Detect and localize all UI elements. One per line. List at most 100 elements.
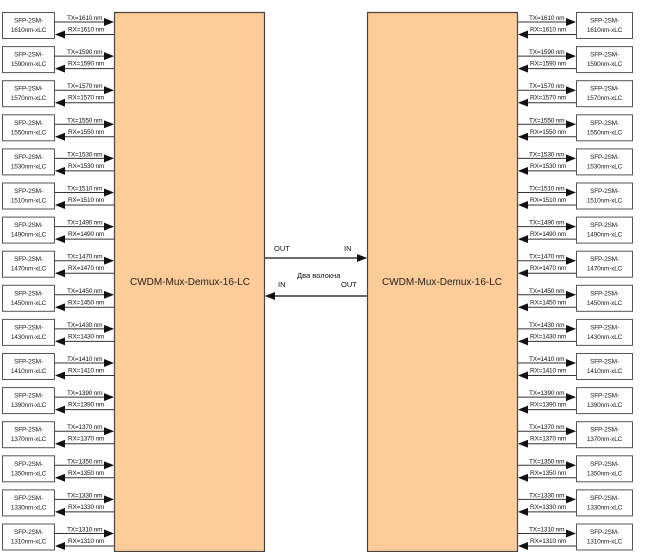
left-tx-label: TX=1410 nm [67,356,102,363]
left-sfp-label-line2: 1510nm-xLC [11,198,47,205]
left-rx-label: RX=1530 nm [68,163,104,170]
left-sfp-label-line1: SFP-2SM- [14,86,43,93]
right-rx-label: RX=1350 nm [530,470,566,477]
right-sfp-label-line1: SFP-2SM- [590,52,619,59]
right-sfp-label-line1: SFP-2SM- [590,222,619,229]
right-sfp-label-line2: 1530nm-xLC [587,163,623,170]
left-sfp-label-line1: SFP-2SM- [14,290,43,297]
right-sfp-module[interactable] [576,148,633,176]
left-sfp-module[interactable] [2,182,55,210]
right-sfp-module[interactable] [576,455,633,483]
left-rx-label: RX=1550 nm [68,129,104,136]
right-rx-label: RX=1610 nm [530,27,566,34]
right-sfp-module[interactable] [576,182,633,210]
right-rx-label: RX=1450 nm [530,299,566,306]
right-sfp-label-line2: 1310nm-xLC [587,539,623,546]
right-in-label: IN [344,244,352,253]
left-sfp-module[interactable] [2,387,55,415]
left-rx-label: RX=1470 nm [68,265,104,272]
left-sfp-label-line2: 1330nm-xLC [11,504,47,511]
left-tx-label: TX=1550 nm [67,117,102,124]
right-sfp-label-line2: 1370nm-xLC [587,436,623,443]
right-sfp-module[interactable] [576,318,633,346]
left-tx-label: TX=1370 nm [67,424,102,431]
right-sfp-label-line2: 1550nm-xLC [587,129,623,136]
left-sfp-module[interactable] [2,46,55,74]
left-sfp-label-line1: SFP-2SM- [14,461,43,468]
left-sfp-label-line2: 1570nm-xLC [11,95,47,102]
left-in-label: IN [278,280,286,289]
left-sfp-module[interactable] [2,114,55,142]
left-rx-label: RX=1310 nm [68,538,104,545]
right-tx-label: TX=1530 nm [529,151,564,158]
right-sfp-module[interactable] [576,114,633,142]
right-tx-label: TX=1330 nm [529,492,564,499]
left-tx-label: TX=1490 nm [67,220,102,227]
left-sfp-module[interactable] [2,421,55,449]
left-out-label: OUT [274,244,290,253]
right-sfp-module[interactable] [576,523,633,551]
left-sfp-module[interactable] [2,80,55,108]
right-sfp-label-line1: SFP-2SM- [590,529,619,536]
right-sfp-module[interactable] [576,46,633,74]
right-sfp-module[interactable] [576,387,633,415]
right-mux-block[interactable] [366,11,519,552]
left-tx-label: TX=1430 nm [67,322,102,329]
left-sfp-label-line1: SFP-2SM- [14,427,43,434]
right-sfp-module[interactable] [576,250,633,278]
right-sfp-module[interactable] [576,489,633,517]
right-sfp-module[interactable] [576,421,633,449]
right-sfp-label-line2: 1510nm-xLC [587,198,623,205]
left-sfp-label-line1: SFP-2SM- [14,324,43,331]
left-sfp-module[interactable] [2,455,55,483]
right-sfp-module[interactable] [576,80,633,108]
right-sfp-label-line1: SFP-2SM- [590,86,619,93]
right-rx-label: RX=1470 nm [530,265,566,272]
left-rx-label: RX=1350 nm [68,470,104,477]
right-sfp-module[interactable] [576,216,633,244]
right-sfp-module[interactable] [576,12,633,39]
right-sfp-label-line1: SFP-2SM- [590,393,619,400]
right-sfp-label-line1: SFP-2SM- [590,154,619,161]
left-mux-label: CWDM-Mux-Demux-16-LC [130,277,250,288]
right-sfp-label-line1: SFP-2SM- [590,427,619,434]
right-sfp-module[interactable] [576,353,633,380]
left-tx-label: TX=1470 nm [67,254,102,261]
left-sfp-label-line1: SFP-2SM- [14,188,43,195]
left-sfp-module[interactable] [2,148,55,176]
right-sfp-label-line1: SFP-2SM- [590,18,619,25]
left-sfp-module[interactable] [2,353,55,380]
left-sfp-module[interactable] [2,523,55,551]
right-sfp-label-line1: SFP-2SM- [590,120,619,127]
right-tx-label: TX=1310 nm [529,527,564,534]
left-sfp-module[interactable] [2,318,55,346]
left-sfp-module[interactable] [2,489,55,517]
right-sfp-label-line2: 1390nm-xLC [587,402,623,409]
left-sfp-module[interactable] [2,12,55,39]
left-sfp-module[interactable] [2,284,55,312]
left-sfp-label-line2: 1470nm-xLC [11,266,47,273]
right-sfp-label-line1: SFP-2SM- [590,188,619,195]
left-sfp-label-line2: 1490nm-xLC [11,232,47,239]
left-sfp-label-line1: SFP-2SM- [14,393,43,400]
right-out-label: OUT [341,280,357,289]
left-sfp-label-line2: 1430nm-xLC [11,334,47,341]
right-rx-label: RX=1530 nm [530,163,566,170]
left-rx-label: RX=1410 nm [68,368,104,375]
left-sfp-module[interactable] [2,216,55,244]
left-rx-label: RX=1590 nm [68,61,104,68]
left-sfp-module[interactable] [2,250,55,278]
left-rx-label: RX=1390 nm [68,402,104,409]
right-sfp-module[interactable] [576,284,633,312]
left-mux-block[interactable] [113,11,266,552]
right-sfp-label-line1: SFP-2SM- [590,359,619,366]
